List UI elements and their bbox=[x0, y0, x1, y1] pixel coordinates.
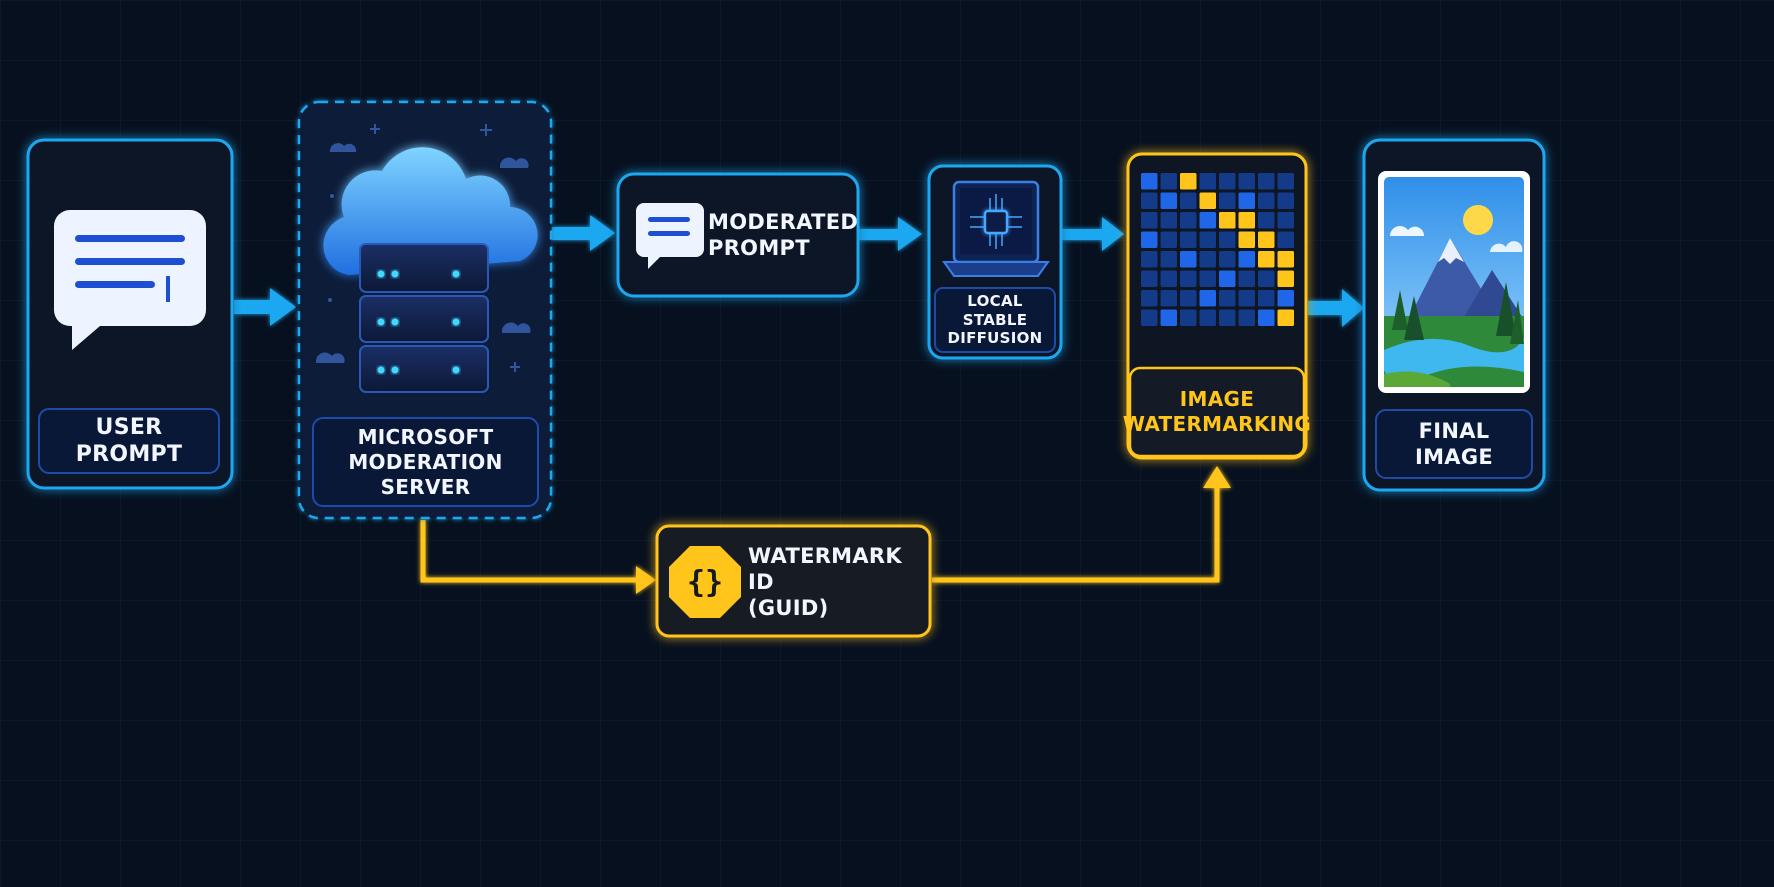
watermark-pixel bbox=[1160, 309, 1177, 326]
node-watermark-id: {} bbox=[655, 524, 932, 638]
watermark-pixel bbox=[1199, 309, 1216, 326]
watermark-pixel bbox=[1141, 309, 1158, 326]
watermark-pixel bbox=[1277, 212, 1294, 229]
watermark-pixel bbox=[1219, 251, 1236, 268]
node-image-watermarking bbox=[1126, 152, 1308, 460]
watermark-pixel bbox=[1199, 270, 1216, 287]
watermark-pixel bbox=[1277, 290, 1294, 307]
local-stable-diffusion-label: LOCAL STABLE DIFFUSION bbox=[947, 291, 1043, 348]
watermark-pixel bbox=[1180, 309, 1197, 326]
laptop-chip-icon bbox=[942, 180, 1050, 277]
edge-local-sd-to-watermarking bbox=[1062, 217, 1124, 251]
watermark-pixel bbox=[1219, 290, 1236, 307]
watermark-pixel-gold bbox=[1180, 173, 1197, 190]
watermark-pixel bbox=[1219, 270, 1236, 287]
watermark-pixel bbox=[1258, 173, 1275, 190]
watermark-pixel bbox=[1238, 173, 1255, 190]
watermark-pixel bbox=[1141, 212, 1158, 229]
edge-moderated-prompt-to-local-sd bbox=[858, 217, 922, 251]
edge-user-to-moderation bbox=[234, 288, 296, 326]
edge-watermarking-to-final-image bbox=[1308, 289, 1364, 327]
watermark-pixel bbox=[1160, 290, 1177, 307]
watermark-pixel-gold bbox=[1258, 231, 1275, 248]
watermark-grid-icon bbox=[1141, 173, 1294, 326]
watermark-pixel bbox=[1180, 290, 1197, 307]
watermark-pixel bbox=[1258, 192, 1275, 209]
watermark-pixel bbox=[1277, 173, 1294, 190]
watermark-pixel bbox=[1277, 192, 1294, 209]
watermark-pixel bbox=[1141, 173, 1158, 190]
cloud-server-icon bbox=[323, 147, 538, 393]
watermark-pixel bbox=[1238, 192, 1255, 209]
watermark-pixel bbox=[1238, 309, 1255, 326]
final-image-label: FINAL IMAGE bbox=[1414, 418, 1494, 469]
watermark-pixel bbox=[1199, 231, 1216, 248]
image-watermarking-label: IMAGE WATERMARKING bbox=[1122, 387, 1312, 436]
watermark-pixel-gold bbox=[1277, 270, 1294, 287]
svg-text:{}: {} bbox=[687, 565, 723, 600]
watermark-pixel bbox=[1141, 251, 1158, 268]
watermark-pixel-gold bbox=[1238, 212, 1255, 229]
watermark-pixel bbox=[1141, 290, 1158, 307]
watermark-pixel bbox=[1141, 192, 1158, 209]
watermark-pixel bbox=[1238, 251, 1255, 268]
watermark-pixel bbox=[1180, 231, 1197, 248]
node-local-stable-diffusion bbox=[927, 164, 1063, 360]
server-rack bbox=[359, 243, 489, 393]
watermark-pixel-gold bbox=[1277, 251, 1294, 268]
landscape-image-icon bbox=[1378, 171, 1530, 393]
watermark-pixel-gold bbox=[1199, 192, 1216, 209]
watermark-pixel bbox=[1180, 192, 1197, 209]
watermark-pixel-gold bbox=[1219, 212, 1236, 229]
watermark-pixel bbox=[1199, 251, 1216, 268]
watermark-pixel bbox=[1141, 231, 1158, 248]
watermark-pixel bbox=[1160, 212, 1177, 229]
watermark-pixel bbox=[1180, 270, 1197, 287]
watermark-pixel bbox=[1258, 270, 1275, 287]
watermark-pixel bbox=[1258, 212, 1275, 229]
watermark-pixel bbox=[1219, 231, 1236, 248]
edge-watermark-id-to-watermarking bbox=[932, 466, 1231, 583]
node-user-prompt bbox=[26, 138, 234, 490]
watermark-pixel bbox=[1180, 251, 1197, 268]
chat-bubble-icon bbox=[54, 210, 206, 350]
moderated-prompt-label: MODERATED PROMPT bbox=[708, 209, 859, 260]
watermark-pixel bbox=[1199, 212, 1216, 229]
watermark-pixel bbox=[1258, 290, 1275, 307]
watermark-pixel bbox=[1199, 173, 1216, 190]
edge-moderation-to-moderated-prompt bbox=[552, 215, 615, 251]
watermark-pixel bbox=[1219, 192, 1236, 209]
watermark-pixel bbox=[1160, 270, 1177, 287]
watermark-pixel bbox=[1219, 173, 1236, 190]
watermark-pixel bbox=[1258, 309, 1275, 326]
watermark-pixel bbox=[1160, 231, 1177, 248]
watermark-pixel bbox=[1160, 251, 1177, 268]
user-prompt-label: USER PROMPT bbox=[75, 414, 183, 468]
node-final-image bbox=[1362, 138, 1546, 492]
moderation-server-label: MICROSOFT MODERATION SERVER bbox=[348, 424, 503, 499]
curly-braces-icon: {} bbox=[669, 546, 741, 618]
watermark-pixel-gold bbox=[1238, 231, 1255, 248]
watermark-pixel bbox=[1277, 231, 1294, 248]
chat-bubble-small-icon bbox=[636, 203, 704, 269]
watermark-pixel-gold bbox=[1258, 251, 1275, 268]
edge-moderation-to-watermark-id bbox=[420, 520, 656, 594]
watermark-pixel bbox=[1238, 270, 1255, 287]
watermark-pixel bbox=[1160, 192, 1177, 209]
watermark-pixel bbox=[1199, 290, 1216, 307]
node-moderated-prompt bbox=[616, 172, 860, 298]
watermark-pixel bbox=[1238, 290, 1255, 307]
watermark-pixel bbox=[1141, 270, 1158, 287]
node-moderation-server bbox=[297, 100, 553, 520]
watermark-pixel bbox=[1160, 173, 1177, 190]
watermark-pixel bbox=[1180, 212, 1197, 229]
watermark-pixel bbox=[1219, 309, 1236, 326]
watermark-pixel-gold bbox=[1277, 309, 1294, 326]
watermark-id-label: WATERMARK ID (GUID) bbox=[748, 543, 902, 621]
